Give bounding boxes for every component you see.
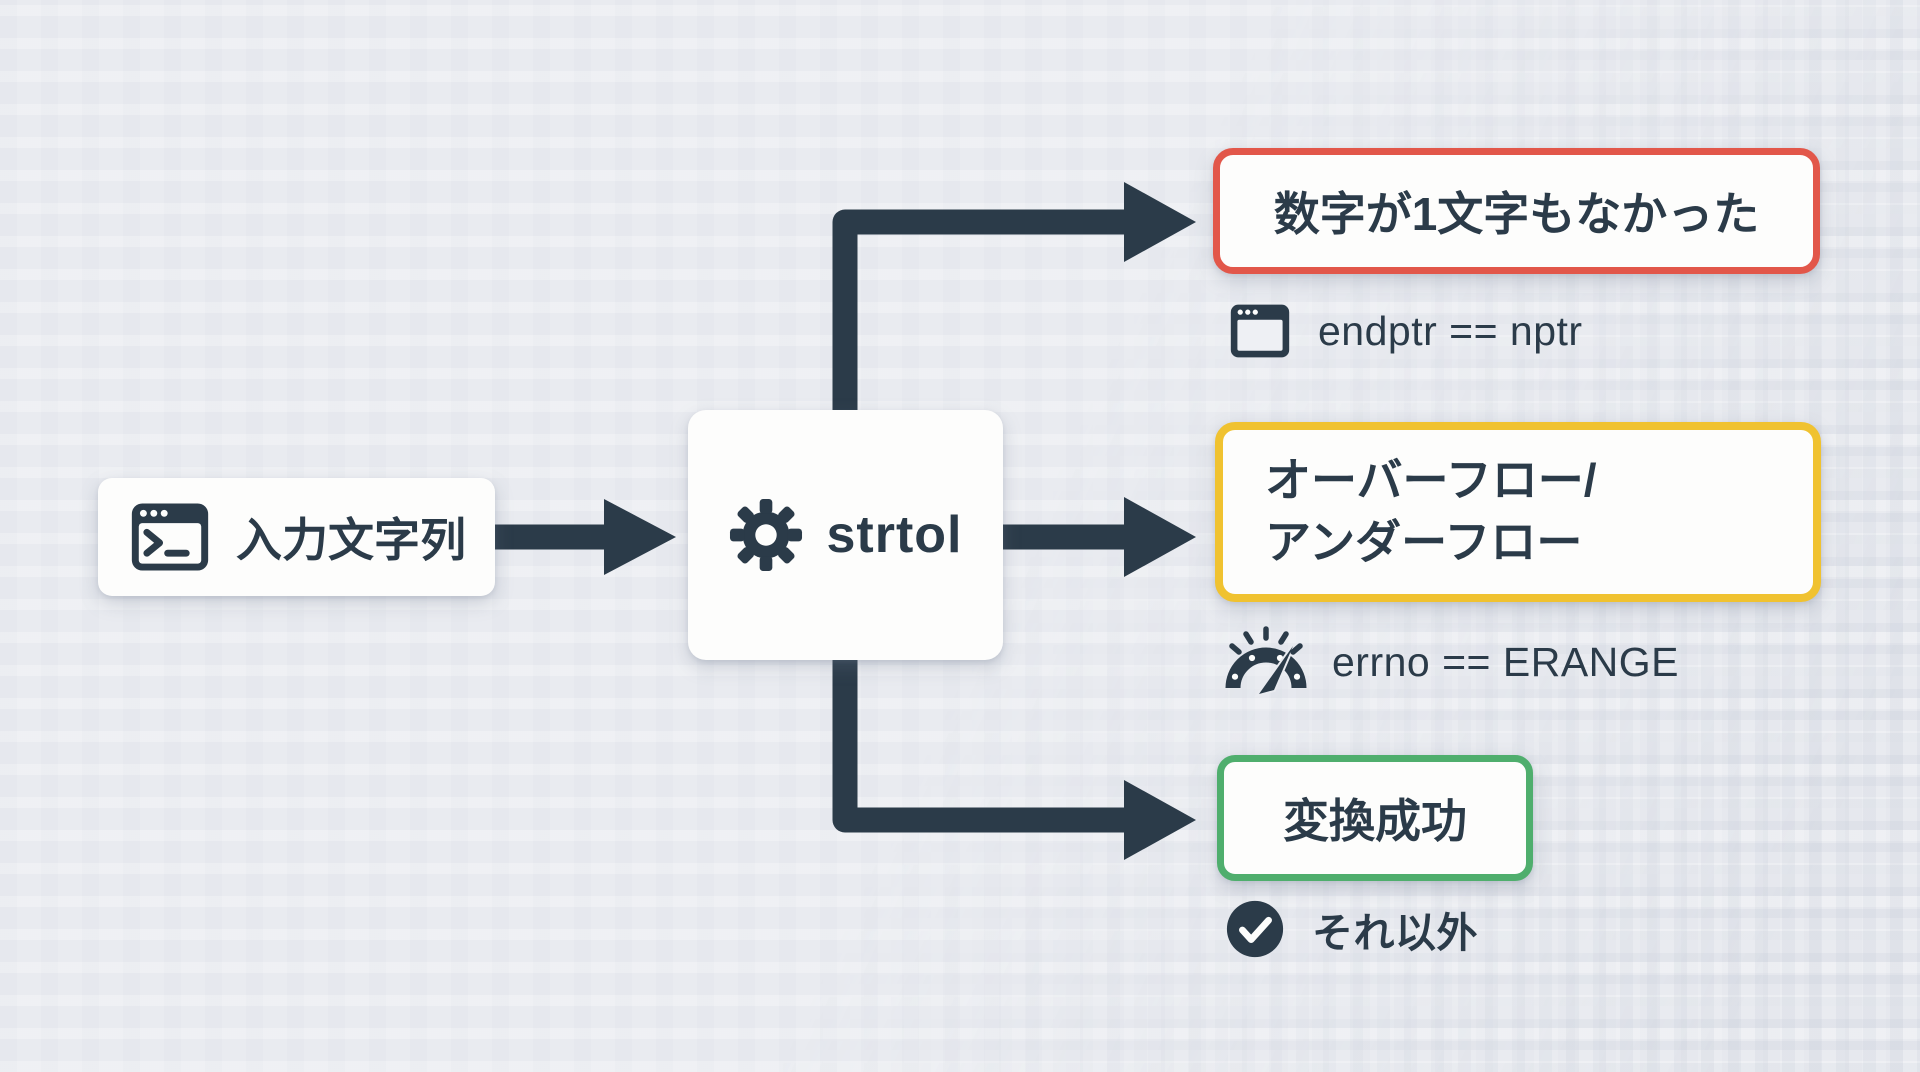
arrow-strtol-to-range [996,497,1196,577]
condition-range: errno == ERANGE [1222,622,1679,702]
terminal-window-icon [131,503,209,571]
input-string-node: 入力文字列 [98,478,495,596]
arrow-input-to-strtol [480,499,676,575]
outcome-no-digits-label: 数字が1文字もなかった [1273,188,1760,240]
outcome-range-box: オーバーフロー/ アンダーフロー [1215,422,1821,602]
condition-no-digits-text: endptr == nptr [1318,307,1583,354]
check-circle-icon [1226,900,1284,958]
condition-success-text: それ以外 [1312,910,1478,956]
gear-icon [729,498,802,572]
input-node-label: 入力文字列 [236,514,466,566]
condition-no-digits: endptr == nptr [1228,298,1583,364]
condition-success: それ以外 [1224,898,1478,960]
strtol-label: strtol [826,506,963,564]
window-icon [1230,304,1290,358]
arrow-strtol-to-success [832,634,1196,860]
outcome-success-box: 変換成功 [1217,755,1533,881]
condition-range-text: errno == ERANGE [1332,638,1680,685]
outcome-no-digits-box: 数字が1文字もなかった [1213,148,1820,274]
outcome-range-label-line2: アンダーフロー [1265,516,1583,568]
arrow-strtol-to-no-digits [832,182,1196,436]
outcome-range-label-line1: オーバーフロー/ [1265,454,1597,507]
outcome-success-label: 変換成功 [1283,795,1467,847]
strtol-process-node: strtol [688,410,1003,660]
gauge-icon [1225,626,1307,698]
